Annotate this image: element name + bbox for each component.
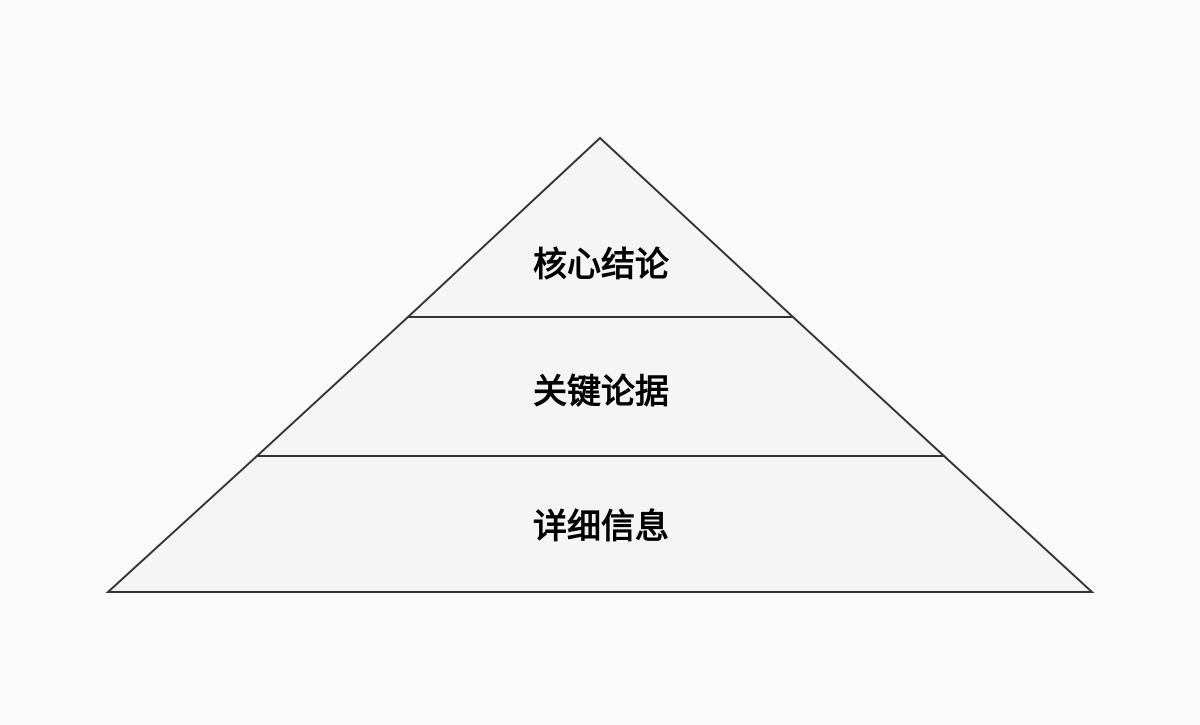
level-label-details: 详细信息 [533,507,669,547]
level-label-key-arguments: 关键论据 [533,372,669,412]
level-label-core-conclusion: 核心结论 [533,245,670,285]
pyramid-level-top [405,136,796,318]
pyramid-level-bottom [105,455,1095,593]
